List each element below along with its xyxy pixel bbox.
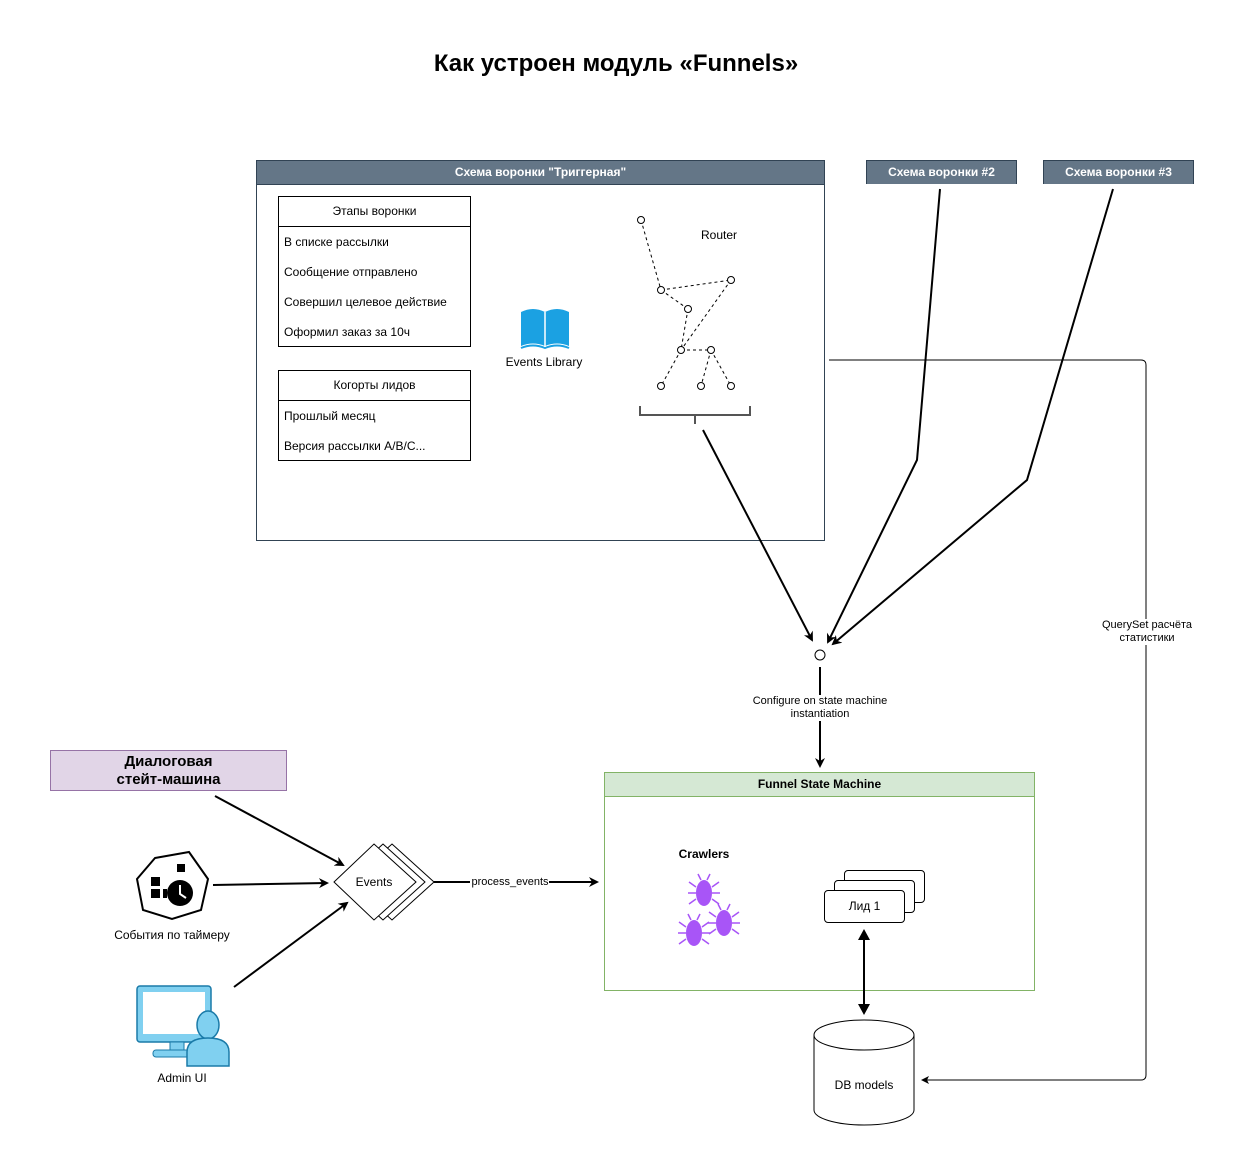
lead-card[interactable]: Лид 1 <box>824 890 905 923</box>
list-item: Сообщение отправлено <box>284 265 418 279</box>
router-bracket <box>639 406 751 424</box>
lead-card-label: Лид 1 <box>848 899 881 913</box>
edge-scheme-to-db <box>829 359 1147 1084</box>
list-item: Версия рассылки A/B/C... <box>284 439 426 453</box>
list-item: Оформил заказ за 10ч <box>284 325 411 339</box>
admin-monitor-icon <box>136 985 212 1058</box>
book-icon <box>520 309 570 350</box>
funnel-stages-list: Этапы воронки В списке рассылки Сообщени… <box>278 196 471 347</box>
dialog-state-machine-label: Диалоговая стейт-машина <box>116 753 221 788</box>
db-models-label: DB models <box>834 1078 894 1092</box>
scheme-triggered-header: Схема воронки "Триггерная" <box>257 161 824 185</box>
events-label: Events <box>355 875 393 889</box>
bug-icon <box>678 873 740 946</box>
lead-cohorts-header: Когорты лидов <box>279 371 470 401</box>
diagram-title: Как устроен модуль «Funnels» <box>433 50 799 77</box>
timer-events-label: События по таймеру <box>114 928 230 942</box>
edge-scheme3-to-junction <box>831 188 1114 646</box>
db-cylinder <box>813 1019 915 1126</box>
scheme-3-header: Схема воронки #3 <box>1044 161 1193 184</box>
user-icon <box>186 1010 230 1067</box>
queryset-label: QuerySet расчёта статистики <box>1096 619 1198 645</box>
scheme-2-header: Схема воронки #2 <box>867 161 1016 184</box>
list-item: В списке рассылки <box>284 235 389 249</box>
junction-node <box>814 649 826 661</box>
funnel-state-machine-header: Funnel State Machine <box>605 773 1034 797</box>
process-events-label: process_events <box>471 876 549 888</box>
funnel-stages-header: Этапы воронки <box>279 197 470 227</box>
list-item: Совершил целевое действие <box>284 295 447 309</box>
edge-timer-to-events <box>212 878 329 889</box>
edge-admin-to-events <box>233 901 349 988</box>
events-library-label: Events Library <box>505 355 583 369</box>
scheme-2[interactable]: Схема воронки #2 <box>866 160 1017 184</box>
admin-ui-label: Admin UI <box>157 1071 207 1085</box>
router-label: Router <box>700 228 738 242</box>
crawlers-label: Crawlers <box>678 847 730 861</box>
list-item: Прошлый месяц <box>284 409 376 423</box>
edge-scheme2-to-junction <box>827 188 941 644</box>
dialog-state-machine[interactable]: Диалоговая стейт-машина <box>50 750 287 791</box>
lead-cohorts-list: Когорты лидов Прошлый месяц Версия рассы… <box>278 370 471 461</box>
configure-label: Configure on state machine instantiation <box>745 695 895 721</box>
scheme-3[interactable]: Схема воронки #3 <box>1043 160 1194 184</box>
edge-dialog-to-events <box>214 795 345 866</box>
timer-icon <box>135 850 210 921</box>
edge-router-to-junction <box>702 429 813 642</box>
events-stack <box>333 843 435 921</box>
router-graph-icon <box>637 216 735 390</box>
funnel-state-machine[interactable]: Funnel State Machine <box>604 772 1035 991</box>
